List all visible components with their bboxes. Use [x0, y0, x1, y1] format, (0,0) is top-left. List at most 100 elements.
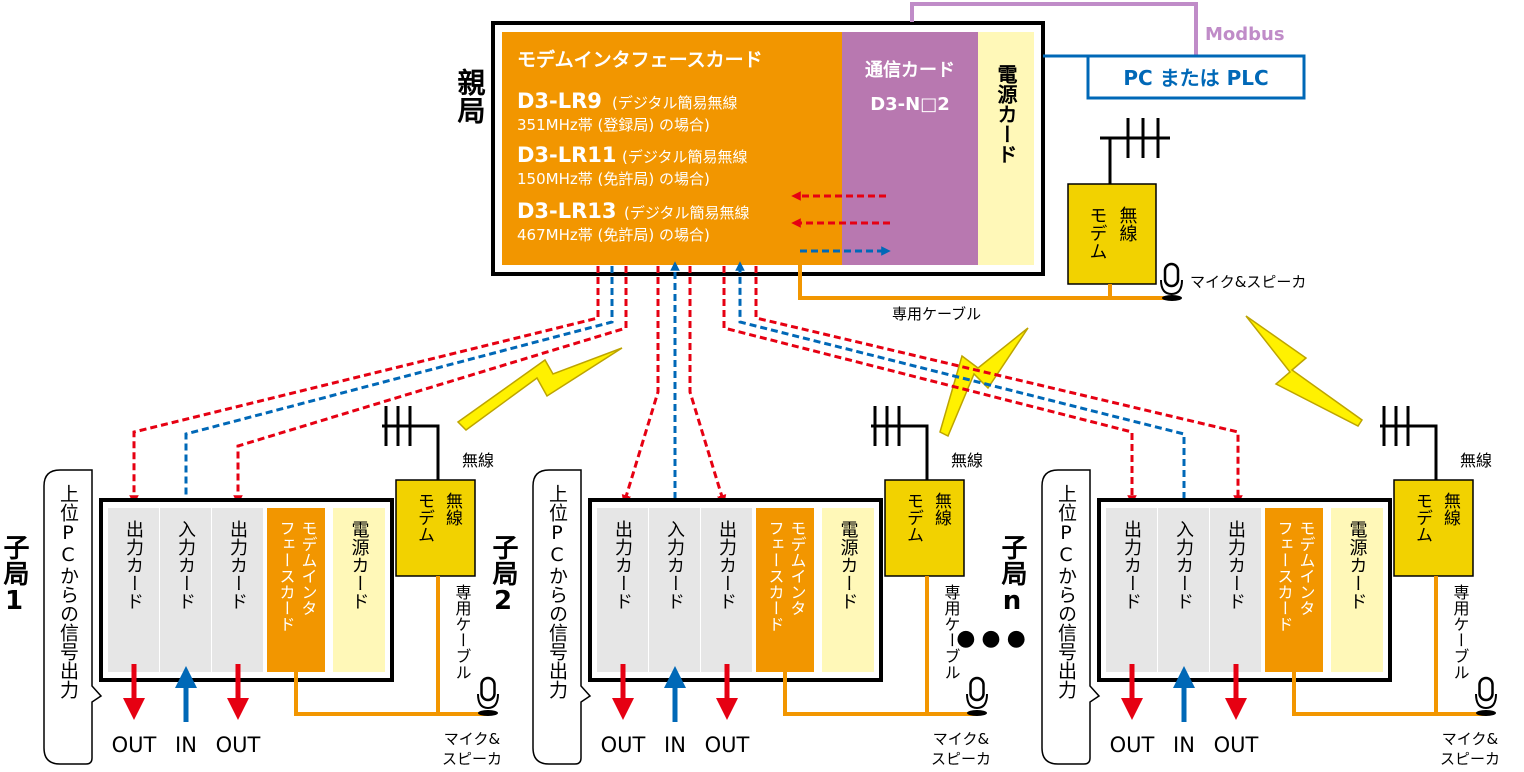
out-arrow-icon	[227, 698, 249, 720]
modem-interface-card	[1265, 508, 1323, 672]
wireless-bolt-icon	[456, 347, 623, 431]
comm-card-model: D3-N□2	[870, 94, 950, 115]
power-card-label: 電源カード	[1347, 520, 1368, 610]
dedicated-cable	[1292, 576, 1438, 716]
mic-icon	[966, 676, 988, 716]
antenna-icon	[1380, 424, 1438, 480]
radio-modem	[1393, 479, 1474, 577]
modem-interface-card-label: モデムインタ	[788, 520, 807, 616]
output-card-label: 出力カード	[227, 520, 248, 610]
cable-label: 専用ケーブル	[453, 584, 472, 680]
note-callout	[532, 469, 592, 765]
power-card	[822, 508, 874, 672]
mic-label: スピーカ	[931, 750, 991, 768]
input-card	[649, 508, 700, 672]
note-text: 上位PCからの信号出力	[57, 484, 79, 699]
wireless-bolt-icon	[939, 327, 1029, 438]
power-card	[1331, 508, 1383, 672]
mic-label: スピーカ	[1440, 750, 1500, 768]
model-desc: 351MHz帯 (登録局) の場合)	[517, 116, 710, 134]
model-desc: (デジタル簡易無線	[624, 204, 750, 222]
wireless-bolt-icon	[1245, 315, 1364, 427]
wireless-label: 無線	[951, 451, 983, 470]
modem-interface-card	[267, 508, 325, 672]
out-arrow-icon	[612, 698, 634, 720]
master-unit: モデムインタフェースカード D3-LR9 (デジタル簡易無線 351MHz帯 (…	[491, 21, 1045, 276]
output-card-label: 出力カード	[1121, 520, 1142, 610]
output-card	[1106, 508, 1157, 672]
top-mic-label: マイク&スピーカ	[1190, 273, 1306, 291]
input-card	[1158, 508, 1209, 672]
input-card	[160, 508, 211, 672]
wireless-label: 無線	[462, 451, 494, 470]
in-arrow-icon	[1173, 666, 1195, 688]
in-label: IN	[1173, 733, 1195, 757]
note-text: 上位PCからの信号出力	[546, 484, 568, 699]
master-station-label: 親局	[454, 68, 487, 124]
pc-plc-label: PC または PLC	[1123, 66, 1268, 90]
radio-modem-label: モデム	[1412, 492, 1432, 543]
model-desc: (デジタル簡易無線	[622, 148, 748, 166]
power-card	[333, 508, 385, 672]
model-desc: 150MHz帯 (免許局) の場合)	[517, 170, 710, 188]
mic-label: マイク&	[1442, 730, 1499, 748]
output-card	[597, 508, 648, 672]
input-card-label: 入力カード	[1173, 520, 1194, 610]
output-card-label: 出力カード	[123, 520, 144, 610]
comm-card	[842, 32, 978, 265]
out-label: OUT	[216, 733, 261, 757]
slave-station-label: 子局n	[997, 534, 1027, 616]
master-power-card-label: 電源カード	[994, 64, 1018, 164]
model-desc: (デジタル簡易無線	[612, 94, 738, 112]
cable-label: 専用ケーブル	[1451, 584, 1470, 680]
mic-label: マイク&	[933, 730, 990, 748]
master-power-card	[978, 32, 1034, 265]
output-card	[1210, 508, 1261, 672]
slave-station-label: 子局2	[488, 534, 518, 616]
mic-label: スピーカ	[442, 750, 502, 768]
radio-modem-label: モデム	[903, 492, 923, 543]
out-label: OUT	[112, 733, 157, 757]
model-code: D3-LR13	[517, 199, 617, 223]
dedicated-cable	[294, 576, 440, 716]
slave-station-2: 子局2 上位PCからの信号出力 出力カード 入力カード 出力カード 電源カード モデムインタ…	[488, 406, 991, 768]
mic-label: マイク&	[444, 730, 501, 748]
output-card	[108, 508, 159, 672]
master-modem-card	[502, 32, 842, 265]
note-callout	[1041, 469, 1101, 765]
modem-interface-card-label: モデムインタ	[299, 520, 318, 616]
output-card-label: 出力カード	[612, 520, 633, 610]
modem-interface-card-label: フェースカード	[766, 520, 785, 632]
modbus-label: Modbus	[1205, 24, 1285, 45]
dedicated-cable	[783, 576, 929, 716]
radio-modem-label: 無線	[1440, 492, 1461, 526]
power-card-label: 電源カード	[838, 520, 859, 610]
output-card	[701, 508, 752, 672]
slave-station-label: 子局1	[0, 534, 29, 616]
model-desc: 467MHz帯 (免許局) の場合)	[517, 226, 710, 244]
radio-modem-label: 無線	[931, 492, 952, 526]
out-label: OUT	[705, 733, 750, 757]
output-card-label: 出力カード	[716, 520, 737, 610]
out-arrow-icon	[1121, 698, 1143, 720]
pc-plc-box	[1086, 54, 1306, 100]
top-modem-label: 無線	[1117, 206, 1138, 242]
comm-card-title: 通信カード	[865, 59, 955, 81]
top-mic-icon	[1160, 262, 1183, 301]
out-arrow-icon	[716, 698, 738, 720]
modem-interface-card	[756, 508, 814, 672]
in-label: IN	[664, 733, 686, 757]
antenna-icon	[871, 424, 929, 480]
radio-modem-label: モデム	[414, 492, 434, 543]
out-label: OUT	[1110, 733, 1155, 757]
wireless-label: 無線	[1460, 451, 1492, 470]
input-card-label: 入力カード	[664, 520, 685, 610]
note-text: 上位PCからの信号出力	[1055, 484, 1077, 699]
mic-icon	[477, 676, 499, 716]
out-arrow-icon	[123, 698, 145, 720]
in-arrow-icon	[175, 666, 197, 688]
note-callout	[43, 469, 103, 765]
